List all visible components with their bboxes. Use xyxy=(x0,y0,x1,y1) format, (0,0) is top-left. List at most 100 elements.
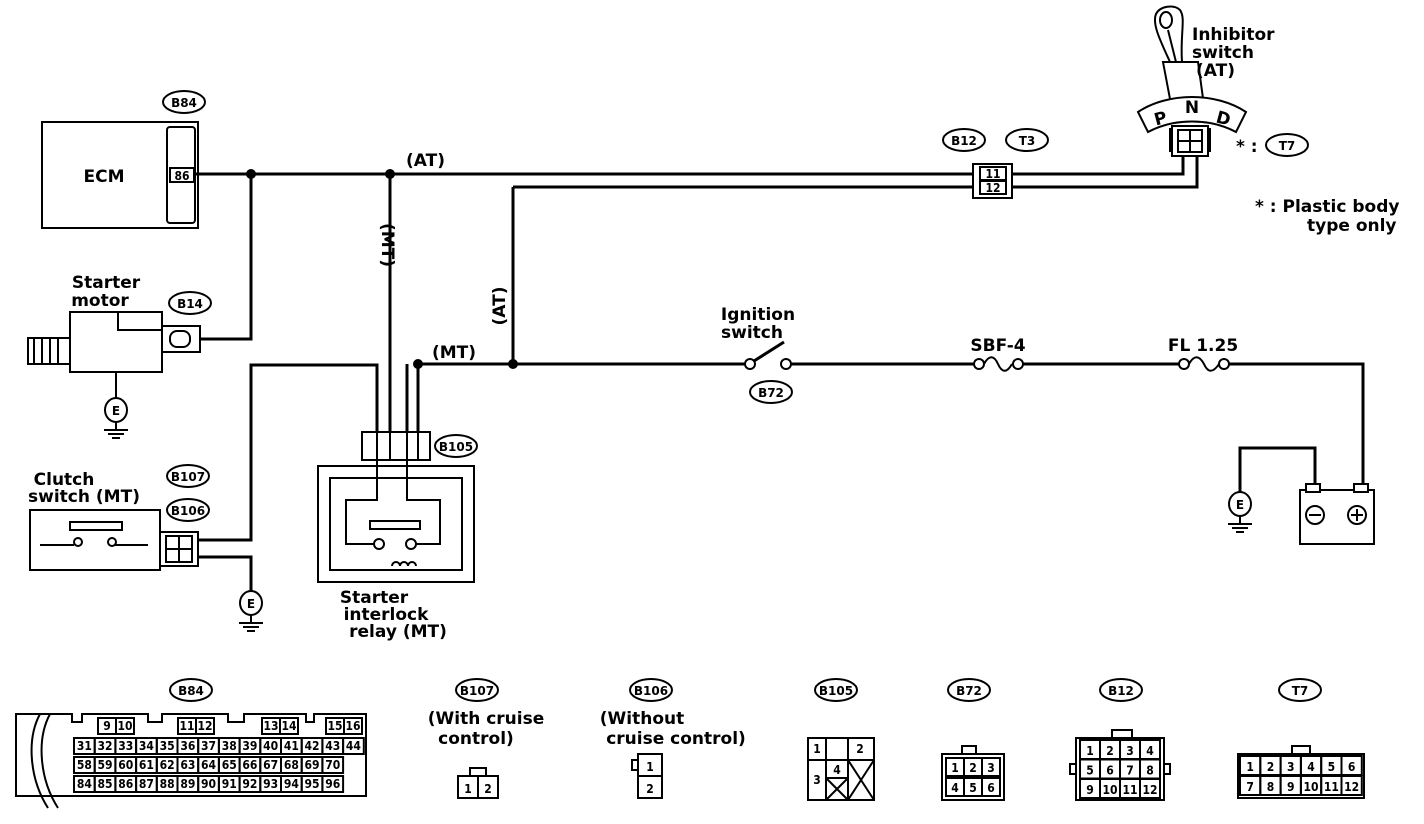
wires xyxy=(196,152,1365,592)
svg-text:T7: T7 xyxy=(1292,684,1309,698)
b84-pin-96-label: 96 xyxy=(325,777,340,791)
b84-pin-15-label: 15 xyxy=(327,719,342,733)
inhibitor-label-line3: (AT) xyxy=(1196,61,1235,81)
b84-pin-65-label: 65 xyxy=(222,758,237,772)
svg-text:B72: B72 xyxy=(956,684,982,698)
b84-pin-63-label: 63 xyxy=(180,758,195,772)
b107-caption-line2: control) xyxy=(438,729,514,749)
ignition-switch-label-line1: Ignition xyxy=(721,305,795,325)
ignition-switch: Ignition switch xyxy=(721,305,795,370)
b12-pin-6-label: 6 xyxy=(1106,764,1114,778)
b84-pin-70-cell xyxy=(321,756,345,774)
svg-text:E: E xyxy=(1236,498,1244,512)
connector-b12-t3-inline: 11 12 xyxy=(972,163,1013,199)
b84-pin-95-label: 95 xyxy=(305,777,320,791)
b84-pin-36-label: 36 xyxy=(180,739,195,753)
b84-pin-69-label: 69 xyxy=(305,758,320,772)
starter-interlock-relay: Starter interlock relay (MT) xyxy=(317,431,475,642)
svg-text:1: 1 xyxy=(813,742,821,756)
b107-caption-line1: (With cruise xyxy=(428,709,545,729)
wire-label-mt-relay: (MT) xyxy=(432,343,476,363)
b84-pin-66-label: 66 xyxy=(242,758,257,772)
b72-pin-6-label: 6 xyxy=(987,781,995,795)
b84-pin-84-label: 84 xyxy=(77,777,93,791)
svg-text:B72: B72 xyxy=(758,386,784,400)
svg-text:B14: B14 xyxy=(177,297,203,311)
fuse-fl-1-25: FL 1.25 xyxy=(1168,336,1238,372)
ignition-switch-label-line2: switch xyxy=(721,323,783,343)
connector-bubble-b14: B14 xyxy=(168,291,212,315)
svg-text:B105: B105 xyxy=(439,440,473,454)
fuse-sbf-label: SBF-4 xyxy=(970,336,1025,356)
svg-text:B84: B84 xyxy=(178,684,204,698)
svg-text:12: 12 xyxy=(985,181,1000,195)
b84-pin-31-label: 31 xyxy=(77,739,92,753)
b12-pin-11-label: 11 xyxy=(1122,783,1137,797)
b84-pin-34-label: 34 xyxy=(139,739,155,753)
b84-pin-9-label: 9 xyxy=(103,719,111,733)
starter-motor-label-line1: Starter xyxy=(72,273,141,293)
t7-pin-5-label: 5 xyxy=(1328,760,1336,774)
t7-pin-3-label: 3 xyxy=(1287,760,1295,774)
svg-text:2: 2 xyxy=(484,782,492,796)
gear-letter-d: D xyxy=(1214,108,1233,131)
t7-pin-4-label: 4 xyxy=(1307,760,1315,774)
b84-pin-70-label: 70 xyxy=(325,758,340,772)
svg-text:B12: B12 xyxy=(951,134,977,148)
t7-pin-12-label: 12 xyxy=(1344,780,1359,794)
b12-pin-7-label: 7 xyxy=(1126,764,1134,778)
b84-pin-61-label: 61 xyxy=(139,758,154,772)
b84-pin-86-label: 86 xyxy=(118,777,133,791)
b84-pin-12-cell xyxy=(195,717,215,735)
b12-pin-8-label: 8 xyxy=(1146,764,1154,778)
connector-bubble-b72: B72 xyxy=(749,380,793,404)
ground-symbol-battery: E xyxy=(1228,491,1252,533)
b84-pin-92-label: 92 xyxy=(242,777,257,791)
relay-label-line2: interlock xyxy=(344,605,430,625)
svg-text:B107: B107 xyxy=(460,684,494,698)
connector-bubble-t3: T3 xyxy=(1005,128,1049,152)
ecm-pin-label: 86 xyxy=(174,169,189,183)
connector-bubble-b105: B105 xyxy=(434,434,478,458)
b84-pin-40-label: 40 xyxy=(263,739,278,753)
svg-text:B106: B106 xyxy=(171,504,205,518)
b84-pin-32-label: 32 xyxy=(98,739,113,753)
t7-pin-11-label: 11 xyxy=(1324,780,1339,794)
b12-pin-9-label: 9 xyxy=(1086,783,1094,797)
b72-pin-2-label: 2 xyxy=(969,761,977,775)
svg-text:B107: B107 xyxy=(171,470,205,484)
svg-text:2: 2 xyxy=(646,782,654,796)
b84-pin-90-label: 90 xyxy=(201,777,216,791)
connector-view-b106: B106 (Without cruise control) 1 2 xyxy=(600,678,746,799)
b12-pin-10-label: 10 xyxy=(1102,783,1117,797)
connector-bubble-b107: B107 xyxy=(166,464,210,488)
clutch-switch: Clutch switch (MT) xyxy=(28,470,199,571)
b84-pin-14-label: 14 xyxy=(281,719,297,733)
b84-pin-67-label: 67 xyxy=(263,758,278,772)
b84-pin-10-label: 10 xyxy=(117,719,132,733)
b84-pin-59-label: 59 xyxy=(98,758,113,772)
b84-pin-85-label: 85 xyxy=(98,777,113,791)
b84-pin-42-label: 42 xyxy=(305,739,320,753)
gear-letter-n: N xyxy=(1185,98,1199,118)
b84-pin-37-label: 37 xyxy=(201,739,216,753)
b84-pin-43-label: 43 xyxy=(325,739,340,753)
b72-pin-6-cell xyxy=(981,777,1001,797)
svg-text:E: E xyxy=(112,404,120,418)
b72-pin-1-label: 1 xyxy=(951,761,959,775)
svg-text:T7: T7 xyxy=(1279,139,1296,153)
svg-text:T3: T3 xyxy=(1019,134,1036,148)
ecm-label: ECM xyxy=(83,167,124,187)
plastic-body-note-line2: type only xyxy=(1307,216,1397,236)
connector-view-b105: B105 1 2 3 4 xyxy=(807,678,875,801)
b12-pin-4-label: 4 xyxy=(1146,744,1154,758)
b84-pin-44-cell xyxy=(342,737,365,755)
wire-label-mt-vertical: (MT) xyxy=(377,223,397,267)
